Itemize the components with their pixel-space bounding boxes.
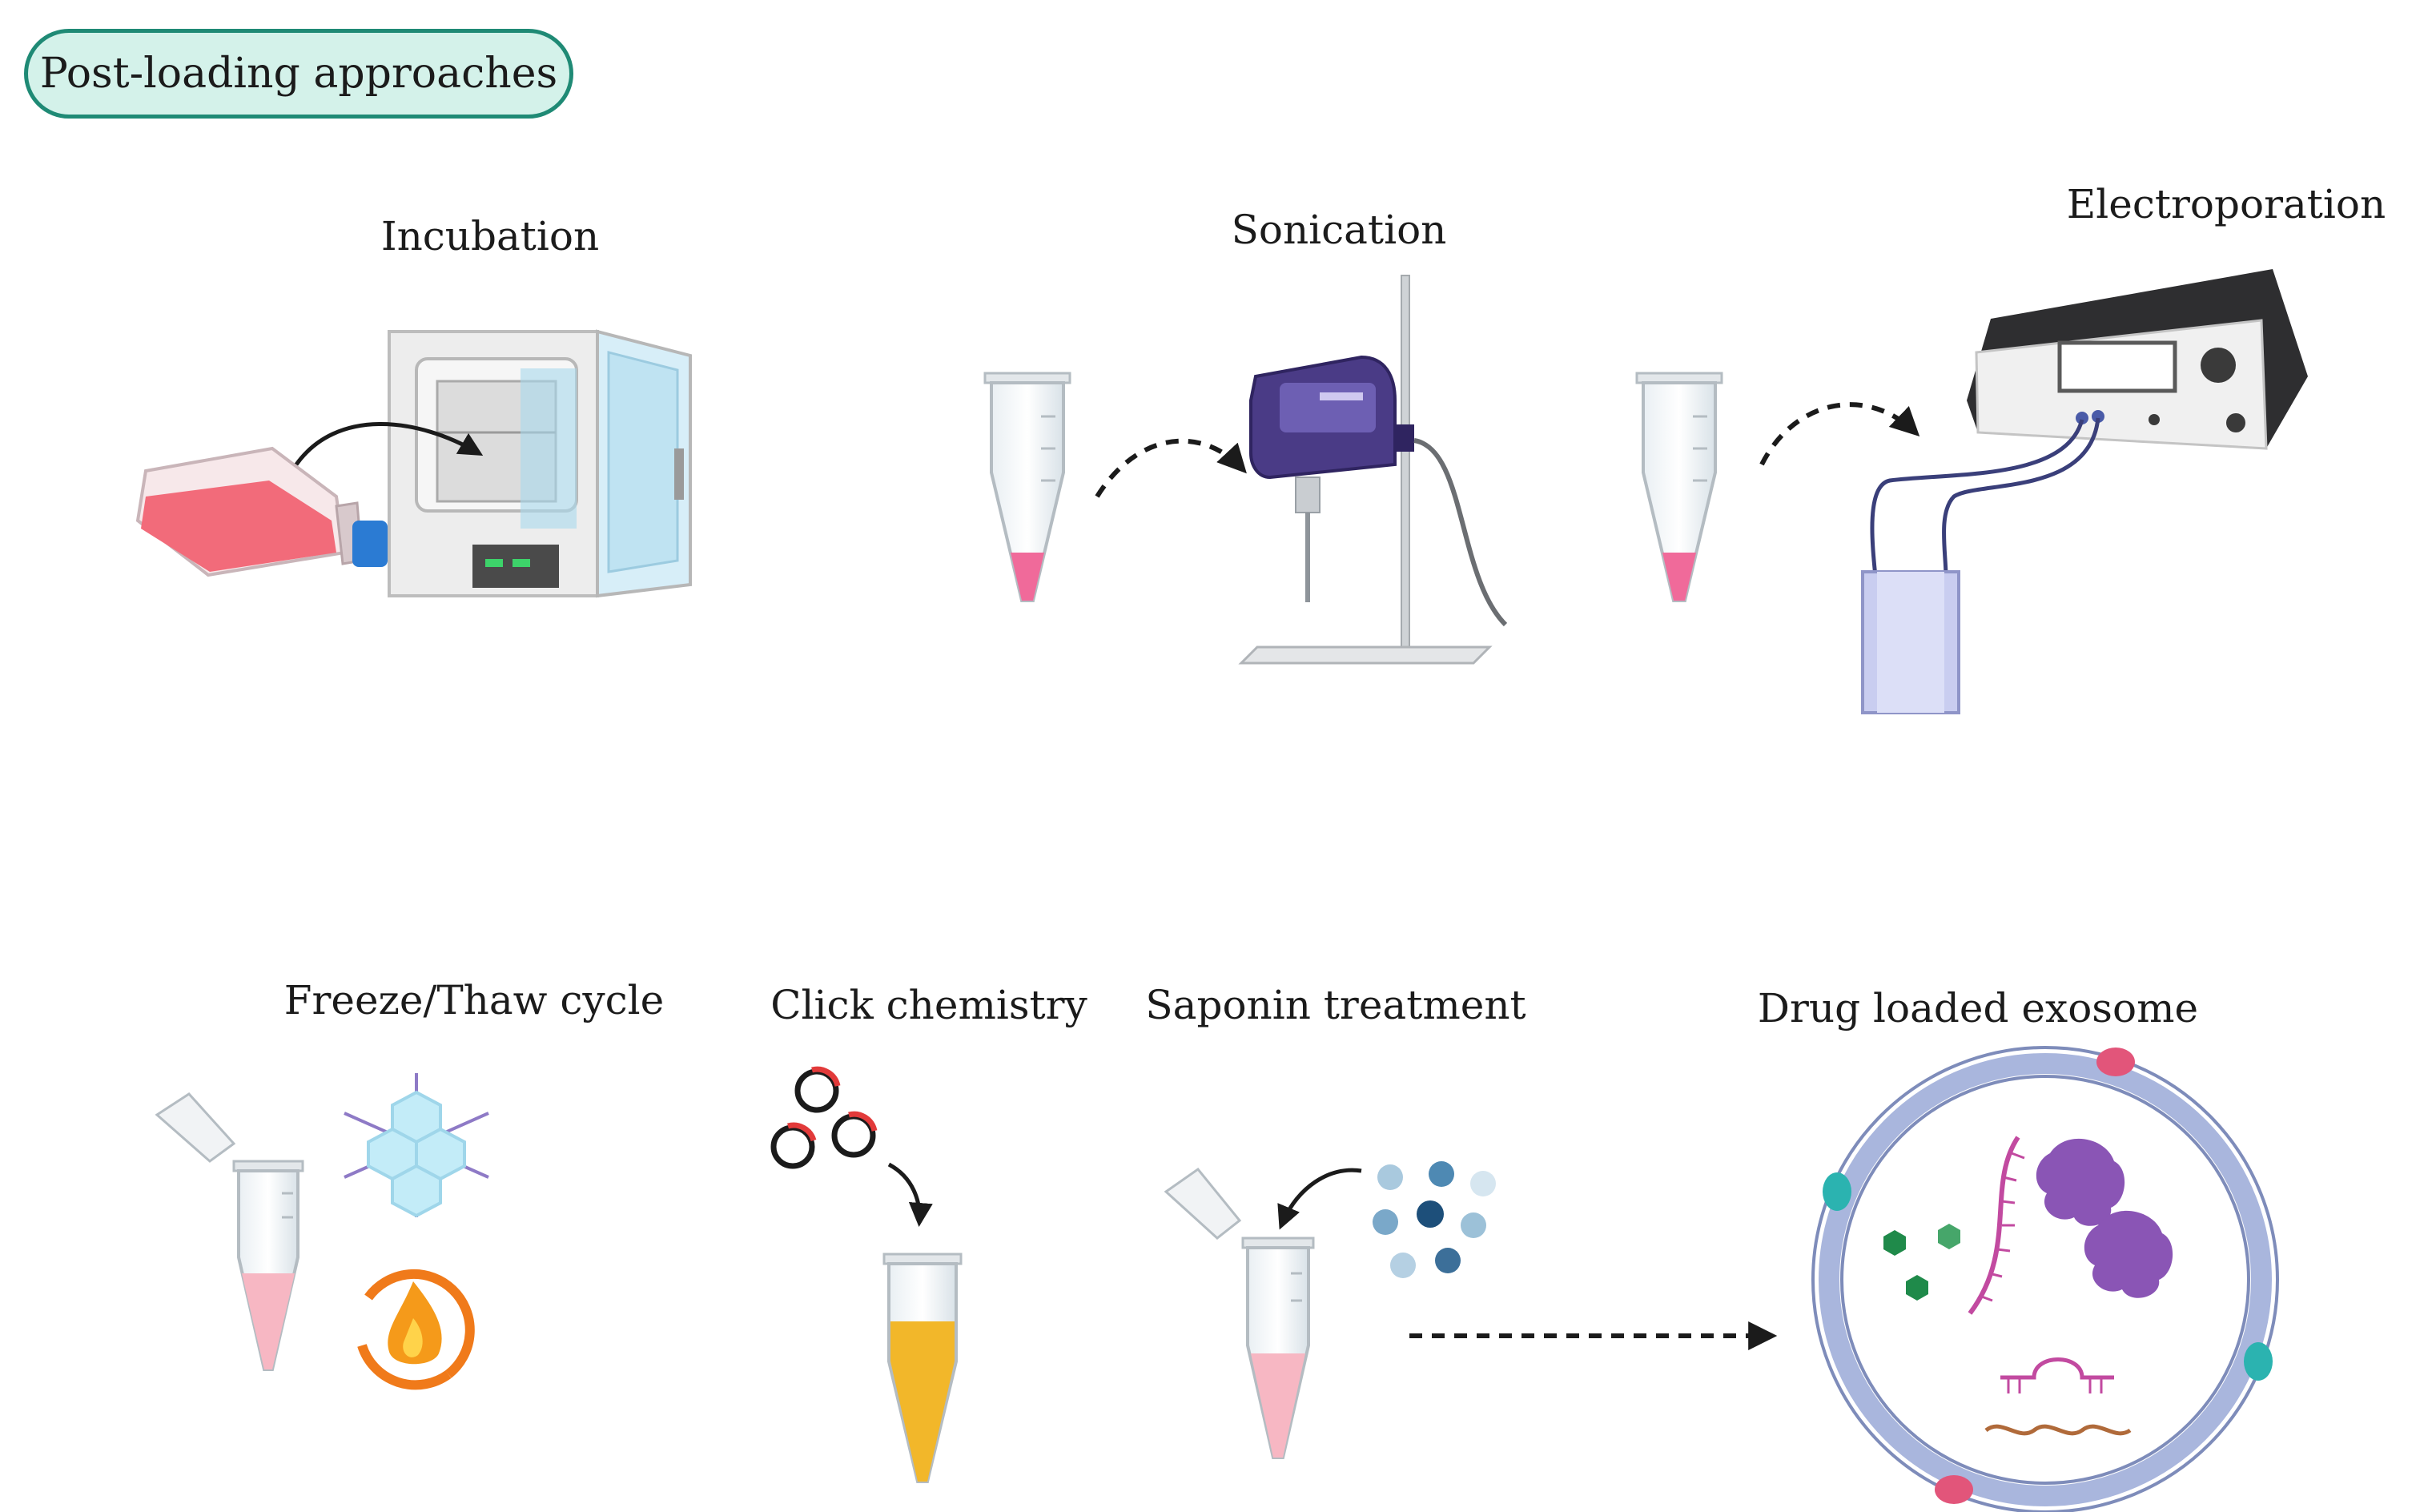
culture-flask-icon [135, 446, 388, 577]
click-chemistry-tube-icon [882, 1253, 963, 1483]
cuvette-icon [1861, 570, 1960, 714]
saponin-tube-icon [1164, 1167, 1315, 1459]
saponin-particles-icon [1373, 1161, 1496, 1278]
exosome-icon [1811, 1046, 2279, 1512]
label-incubation: Incubation [380, 213, 600, 259]
incubation-arrow [294, 422, 484, 466]
saponin-arrow [1277, 1168, 1362, 1230]
electroporator-icon [1967, 269, 2308, 450]
click-reagent-circles-icon [770, 1066, 878, 1169]
sonicator-icon [1238, 275, 1508, 665]
label-saponin: Saponin treatment [1145, 982, 1526, 1028]
label-click-chemistry: Click chemistry [770, 982, 1087, 1028]
ice-crystal-icon [344, 1073, 489, 1218]
heat-cycle-icon [357, 1269, 475, 1390]
label-sonication: Sonication [1231, 207, 1447, 253]
sonication-tube-icon [983, 372, 1071, 602]
section-badge-label: Post-loading approaches [39, 50, 558, 98]
click-chemistry-arrow [887, 1162, 933, 1227]
label-electroporation: Electroporation [2066, 181, 2386, 227]
freeze-thaw-tube-icon [155, 1092, 304, 1371]
sonication-arrow [1095, 438, 1247, 498]
electrode-cable-left [1870, 419, 2084, 577]
electroporation-arrow [1759, 402, 1920, 466]
electroporation-tube-icon [1635, 372, 1723, 602]
section-badge: Post-loading approaches [24, 29, 573, 119]
label-drug-loaded-exosome: Drug loaded exosome [1757, 985, 2199, 1031]
incubator-icon [388, 329, 692, 598]
label-freeze-thaw: Freeze/Thaw cycle [283, 977, 665, 1023]
electrode-cable-right [1942, 417, 2100, 577]
